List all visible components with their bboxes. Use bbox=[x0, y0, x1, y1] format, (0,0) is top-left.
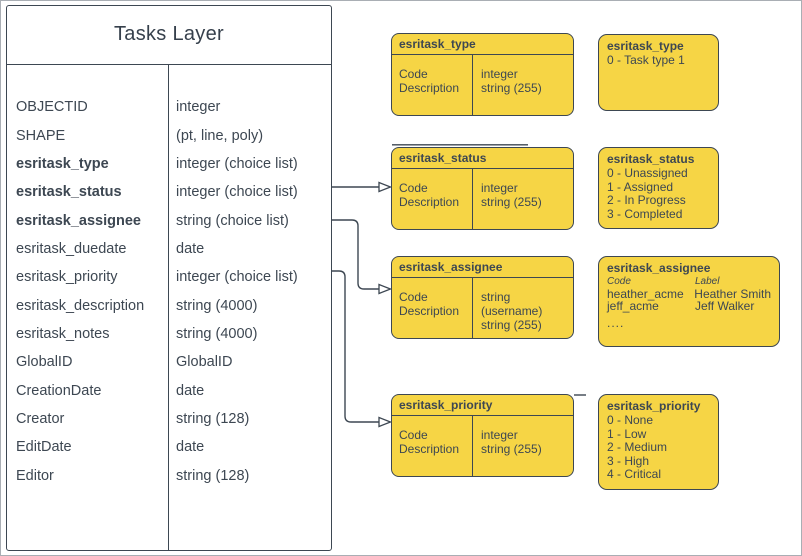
field-name: esritask_priority bbox=[16, 269, 118, 286]
tasks-layer-table: Tasks Layer OBJECTID integer SHAPE (pt, li… bbox=[6, 5, 332, 551]
field-name: esritask_description bbox=[16, 297, 145, 314]
value-code: jeff_acme bbox=[607, 299, 659, 314]
field-list: OBJECTID integer SHAPE (pt, line, poly) es… bbox=[7, 93, 331, 490]
field-row: esritask_description string (4000) bbox=[7, 291, 331, 319]
value-item: 3 - High bbox=[607, 453, 650, 468]
field-row: Creator string (128) bbox=[7, 405, 331, 433]
domain-field-labels: Code Description bbox=[399, 428, 460, 456]
value-item: 2 - In Progress bbox=[607, 193, 686, 208]
field-row: esritask_priority integer (choice list) bbox=[7, 263, 331, 291]
domain-field-labels: Code Description bbox=[399, 67, 460, 95]
domain-table-title: esritask_type bbox=[392, 34, 573, 55]
values-code-header: Code bbox=[607, 276, 631, 287]
field-name: esritask_duedate bbox=[16, 240, 127, 257]
value-item: 0 - None bbox=[607, 413, 654, 427]
values-title: esritask_assignee bbox=[607, 261, 711, 275]
arrowhead-status bbox=[378, 181, 393, 193]
field-name: SHAPE bbox=[16, 127, 66, 144]
field-row: esritask_status integer (choice list) bbox=[7, 178, 331, 206]
tasks-layer-title: Tasks Layer bbox=[113, 23, 224, 45]
domain-field-types: integer string (255) bbox=[472, 55, 573, 115]
connector-assignee bbox=[332, 219, 379, 290]
values-box-esritask-priority: esritask_priority 0 - None 1 - Low 2 - M… bbox=[598, 394, 719, 490]
domain-field-labels: Code Description bbox=[399, 181, 460, 209]
value-item: 0 - Unassigned bbox=[607, 166, 688, 180]
field-type: integer (choice list) bbox=[176, 184, 298, 201]
arrowhead-assignee bbox=[378, 283, 393, 295]
field-type: integer bbox=[176, 99, 221, 116]
field-type: string (128) bbox=[176, 410, 250, 427]
value-item: 2 - Medium bbox=[607, 440, 668, 455]
domain-table-esritask-priority: esritask_priority Code Description integ… bbox=[391, 394, 574, 477]
field-row: esritask_duedate date bbox=[7, 235, 331, 263]
values-label-header: Label bbox=[695, 276, 720, 287]
values-title: esritask_status bbox=[607, 152, 695, 166]
field-type: date bbox=[176, 382, 205, 399]
values-title: esritask_type bbox=[607, 39, 684, 53]
values-box-esritask-assignee: esritask_assignee Code Label heather_acm… bbox=[598, 256, 780, 347]
value-label: Jeff Walker bbox=[695, 299, 755, 314]
field-row: CreationDate date bbox=[7, 376, 331, 404]
field-name: esritask_notes bbox=[16, 325, 110, 342]
field-type: string (choice list) bbox=[176, 212, 289, 229]
connector-priority bbox=[332, 270, 379, 423]
arrowhead-priority bbox=[378, 416, 393, 428]
field-row: esritask_type integer (choice list) bbox=[7, 150, 331, 178]
domain-table-esritask-type: esritask_type Code Description integer s… bbox=[391, 33, 574, 116]
field-row: esritask_notes string (4000) bbox=[7, 320, 331, 348]
values-column-headers: Code Label bbox=[607, 276, 771, 288]
domain-table-title: esritask_status bbox=[392, 148, 573, 169]
value-item: 4 - Critical bbox=[607, 467, 662, 482]
values-box-esritask-status: esritask_status 0 - Unassigned 1 - Assig… bbox=[598, 147, 719, 229]
field-type: string (4000) bbox=[176, 325, 258, 342]
table-header-divider bbox=[7, 64, 331, 65]
field-type: string (4000) bbox=[176, 297, 258, 314]
field-name: esritask_type bbox=[16, 155, 109, 172]
field-row: SHAPE (pt, line, poly) bbox=[7, 121, 331, 149]
field-name: EditDate bbox=[16, 439, 72, 456]
value-item: 0 - Task type 1 bbox=[607, 53, 685, 67]
domain-table-esritask-status: esritask_status Code Description integer… bbox=[391, 147, 574, 230]
field-type: integer (choice list) bbox=[176, 155, 298, 172]
domain-field-types: integer string (255) bbox=[472, 416, 573, 476]
value-pair-row: heather_acme Heather Smith bbox=[607, 288, 771, 301]
field-name: OBJECTID bbox=[16, 99, 88, 116]
field-name: GlobalID bbox=[16, 354, 73, 371]
field-row: Editor string (128) bbox=[7, 461, 331, 489]
values-box-esritask-type: esritask_type 0 - Task type 1 bbox=[598, 34, 719, 111]
value-code: heather_acme bbox=[607, 286, 684, 301]
field-type: date bbox=[176, 439, 205, 456]
domain-table-title: esritask_priority bbox=[392, 395, 573, 416]
field-type: date bbox=[176, 240, 205, 257]
field-type: integer (choice list) bbox=[176, 269, 298, 286]
values-ellipsis: .... bbox=[607, 315, 625, 330]
field-name: esritask_assignee bbox=[16, 212, 141, 229]
value-item: 1 - Low bbox=[607, 426, 647, 441]
field-row: OBJECTID integer bbox=[7, 93, 331, 121]
field-type: string (128) bbox=[176, 467, 250, 484]
field-row: EditDate date bbox=[7, 433, 331, 461]
domain-table-esritask-assignee: esritask_assignee Code Description strin… bbox=[391, 256, 574, 339]
domain-field-labels: Code Description bbox=[399, 290, 460, 318]
field-row: GlobalID GlobalID bbox=[7, 348, 331, 376]
field-row: esritask_assignee string (choice list) bbox=[7, 206, 331, 234]
field-name: esritask_status bbox=[16, 184, 122, 201]
domain-table-title: esritask_assignee bbox=[392, 257, 573, 278]
domain-field-types: integer string (255) bbox=[472, 169, 573, 229]
table-column-divider bbox=[168, 65, 169, 550]
domain-field-types: string (username) string (255) bbox=[472, 278, 573, 338]
value-pair-row: jeff_acme Jeff Walker bbox=[607, 300, 771, 313]
field-type: GlobalID bbox=[176, 354, 233, 371]
values-title: esritask_priority bbox=[607, 399, 701, 413]
value-label: Heather Smith bbox=[694, 286, 771, 301]
field-name: Creator bbox=[16, 410, 65, 427]
value-item: 3 - Completed bbox=[607, 206, 683, 221]
value-item: 1 - Assigned bbox=[607, 179, 674, 194]
field-type: (pt, line, poly) bbox=[176, 127, 264, 144]
field-name: Editor bbox=[16, 467, 54, 484]
field-name: CreationDate bbox=[16, 382, 102, 399]
